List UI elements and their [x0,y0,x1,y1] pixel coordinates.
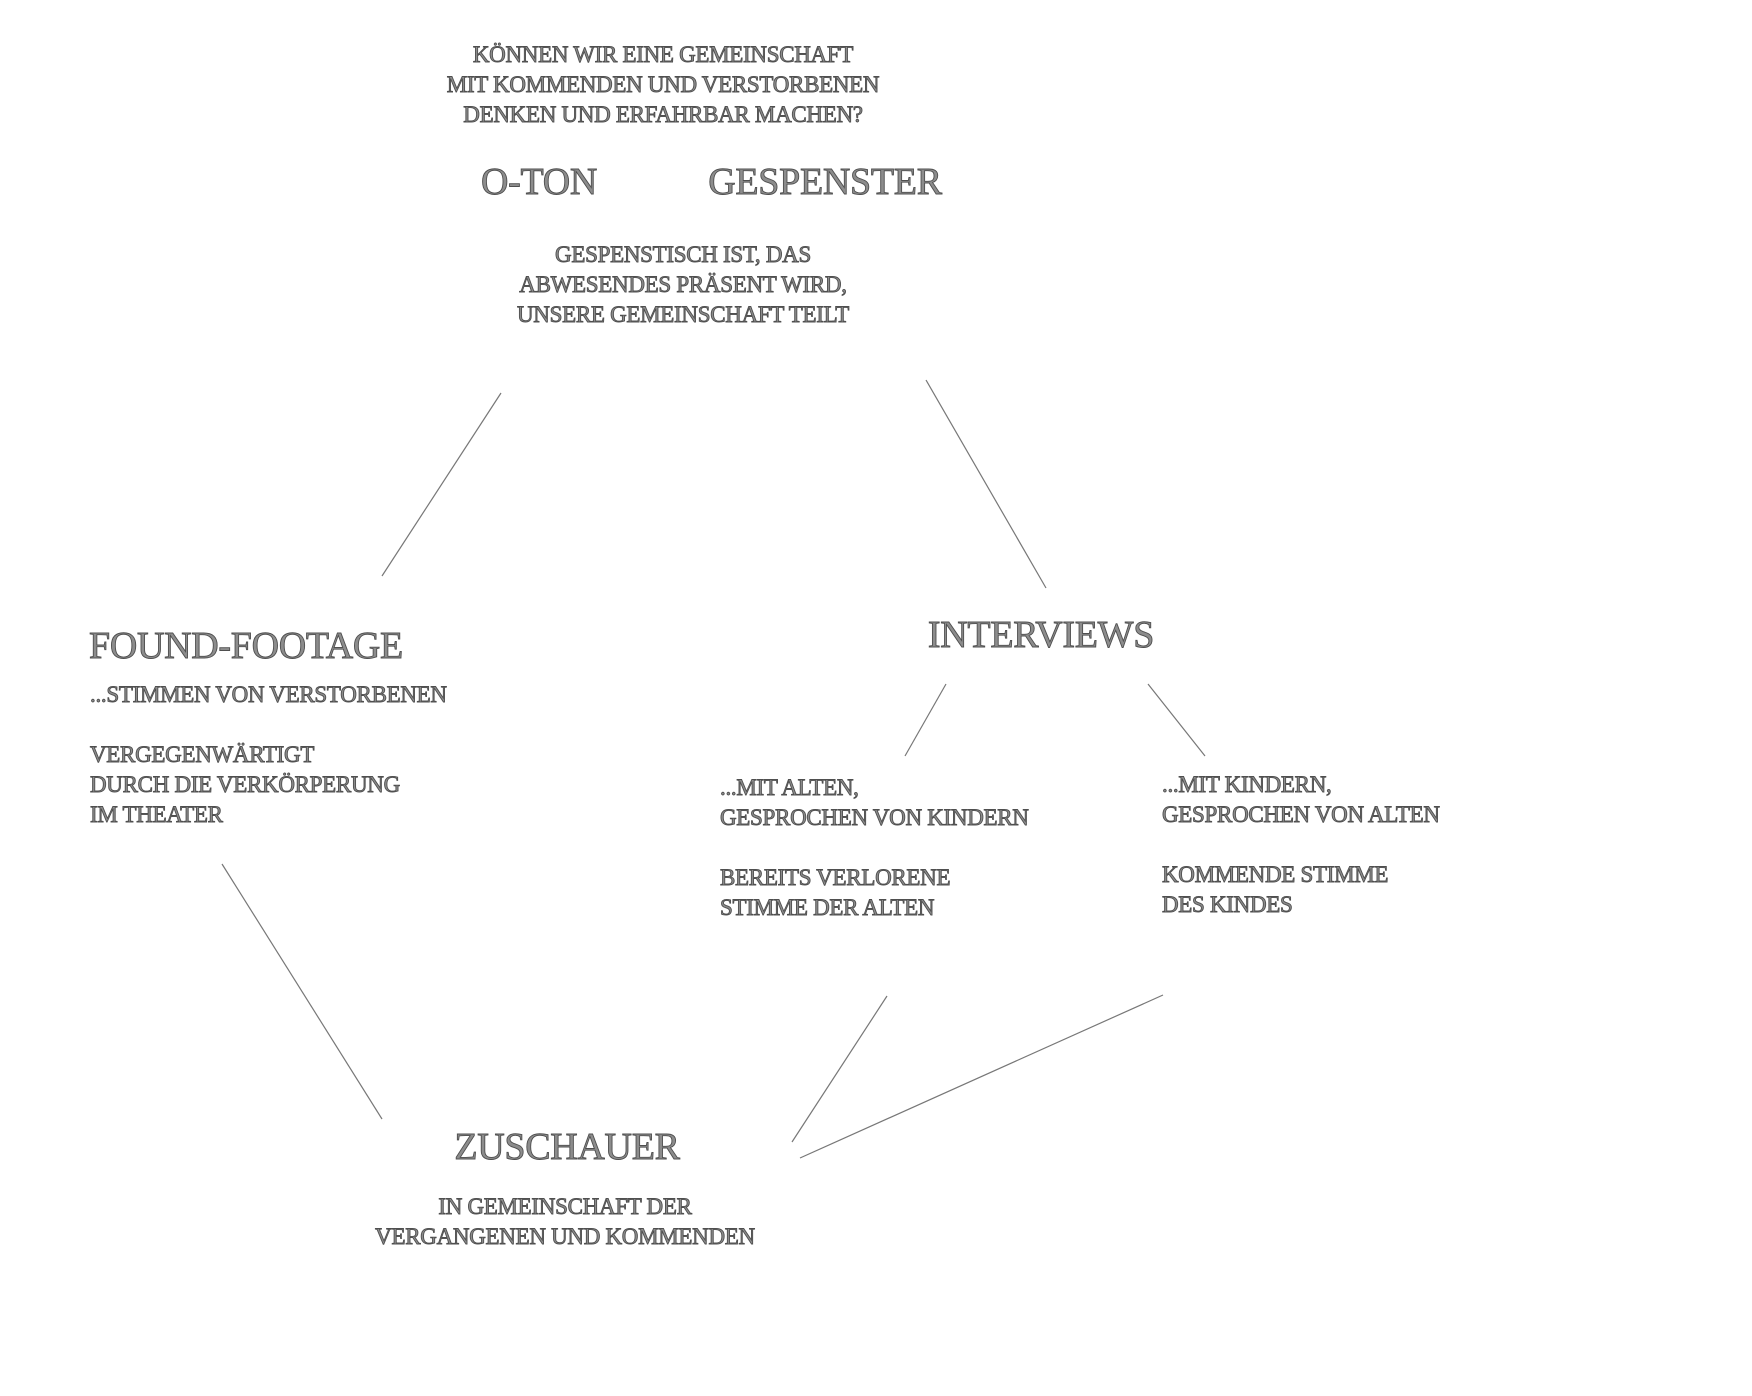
heading-zuschauer: ZUSCHAUER [454,1126,681,1169]
found-footage-text: VERGEGENWÄRTIGT DURCH DIE VERKÖRPERUNG I… [90,740,401,830]
text-line: VERGEGENWÄRTIGT [90,742,315,768]
interviews-alten-intro: ...MIT ALTEN, GESPROCHEN VON KINDERN [720,773,1030,833]
text-line: GESPROCHEN VON ALTEN [1162,802,1441,828]
text-line: GESPENSTISCH IST, DAS [555,242,812,268]
gespenster-text: GESPENSTISCH IST, DAS ABWESENDES PRÄSENT… [517,240,850,330]
central-question: KÖNNEN WIR EINE GEMEINSCHAFT MIT KOMMEND… [446,40,880,130]
text-line: ...MIT KINDERN, [1162,772,1333,798]
text-line: IM THEATER [90,802,224,828]
connector-kinder-zuschauer [799,994,1164,1159]
found-footage-subtitle: ...STIMMEN VON VERSTORBENEN [90,682,448,708]
connector-interviews-kinder [1147,683,1206,757]
text-line: DURCH DIE VERKÖRPERUNG [90,772,401,798]
connector-interviews-alten [904,683,947,757]
heading-gespenster: GESPENSTER [708,161,943,204]
heading-found-footage: FOUND-FOOTAGE [89,625,404,668]
text-line: VERGANGENEN UND KOMMENDEN [375,1224,756,1250]
text-line: STIMME DER ALTEN [720,895,935,921]
question-line: DENKEN UND ERFAHRBAR MACHEN? [463,102,864,128]
text-line: DES KINDES [1162,892,1294,918]
connector-gespenster-interviews [925,379,1047,589]
text-line: ...MIT ALTEN, [720,775,860,801]
text-line: UNSERE GEMEINSCHAFT TEILT [517,302,850,328]
text-line: BEREITS VERLORENE [720,865,951,891]
question-line: KÖNNEN WIR EINE GEMEINSCHAFT [472,42,854,68]
connector-oton-foundfootage [381,392,502,577]
question-line: MIT KOMMENDEN UND VERSTORBENEN [446,72,880,98]
text-line: IN GEMEINSCHAFT DER [438,1194,692,1220]
connector-alten-zuschauer [791,995,888,1143]
heading-oton: O-TON [480,161,598,204]
zuschauer-text: IN GEMEINSCHAFT DER VERGANGENEN UND KOMM… [375,1192,756,1252]
interviews-kinder-text: KOMMENDE STIMME DES KINDES [1162,860,1389,920]
text-line: GESPROCHEN VON KINDERN [720,805,1030,831]
text-line: KOMMENDE STIMME [1162,862,1389,888]
heading-interviews: INTERVIEWS [927,614,1155,657]
interviews-kinder-intro: ...MIT KINDERN, GESPROCHEN VON ALTEN [1162,770,1441,830]
connector-foundfootage-zuschauer [221,863,383,1120]
text-line: ABWESENDES PRÄSENT WIRD, [519,272,848,298]
interviews-alten-text: BEREITS VERLORENE STIMME DER ALTEN [720,863,951,923]
